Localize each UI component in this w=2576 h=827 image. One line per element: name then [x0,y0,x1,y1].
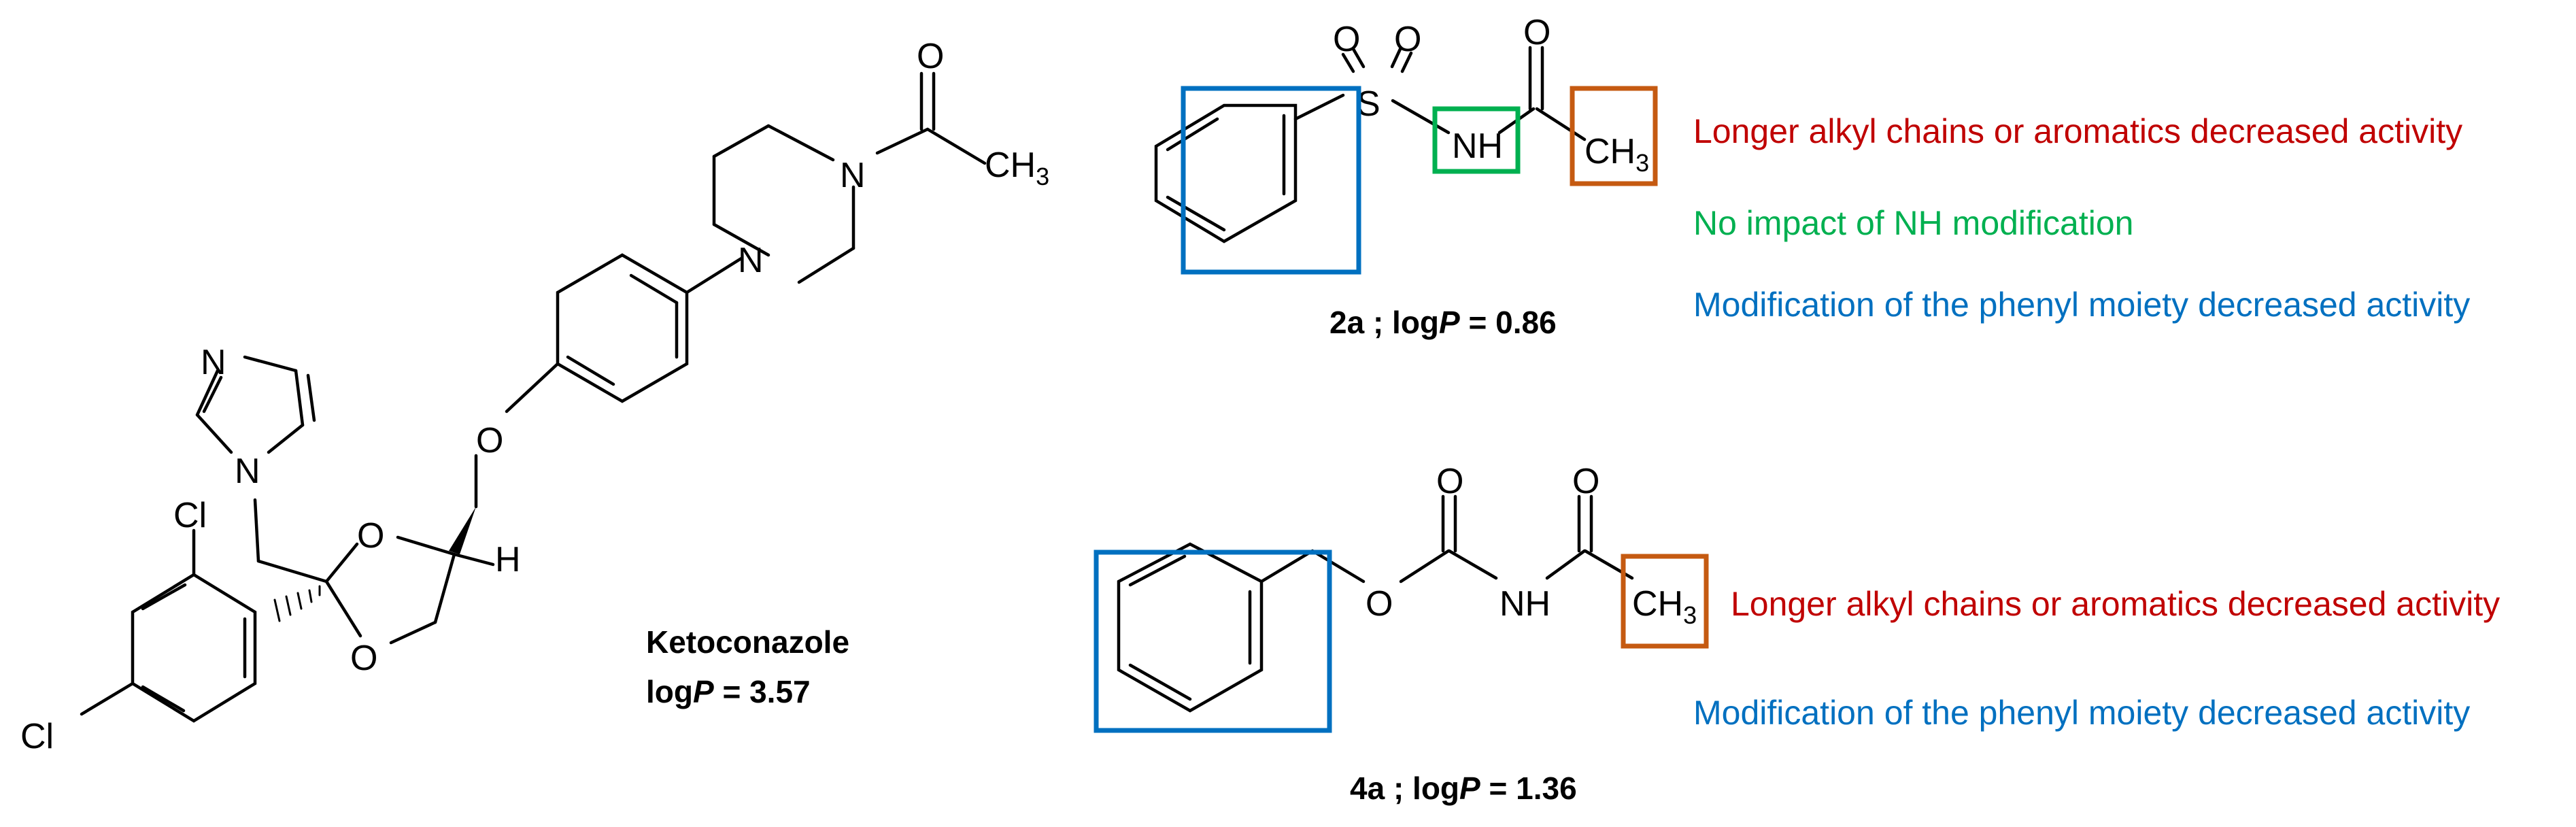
ch3-box-4a [1621,554,1709,649]
hashed-bond [273,585,321,622]
atom-o-ether: O [476,421,503,460]
atom-o2-2a: O [1394,20,1421,59]
note-4a-phenyl: Modification of the phenyl moiety decrea… [1693,694,2470,732]
nh-box-2a [1432,106,1521,174]
atom-o1-2a: O [1333,20,1360,59]
atom-o-carbonyl-2-4a: O [1572,462,1599,501]
atom-nh-4a: NH [1499,584,1550,624]
atom-o-carbonyl: O [917,37,944,76]
ketoconazole-name: Ketoconazole [646,624,849,660]
atom-n-imidazole: N [235,452,260,491]
atom-o-carbonyl-1-4a: O [1436,462,1463,501]
atom-cl-ortho: Cl [173,496,207,535]
atom-n-imidazole-top: N [201,343,226,382]
ch3-box-2a [1570,86,1658,186]
atom-o-ring-2: O [350,639,377,678]
atom-n-piperazine: N [738,241,764,280]
atom-n-amide: N [840,156,866,195]
compound-2a-label: 2a ; logP = 0.86 [1329,305,1557,340]
atom-nh-2a: NH [1452,126,1503,166]
atom-ch3-4a: CH3 [1632,584,1697,629]
note-2a-alkyl: Longer alkyl chains or aromatics decreas… [1693,112,2462,150]
compound-4a-label: 4a ; logP = 1.36 [1350,771,1577,806]
compound-2a-structure [1154,46,1587,243]
atom-o-ring-1: O [357,516,384,556]
note-2a-phenyl: Modification of the phenyl moiety decrea… [1693,286,2470,324]
note-2a-nh: No impact of NH modification [1693,204,2133,242]
atom-ch3: CH3 [985,146,1049,190]
compound-4a-structure [1117,494,1634,713]
atom-o-carbonyl-2a: O [1523,13,1550,52]
atom-ch3-2a: CH3 [1584,132,1649,177]
phenyl-box-2a [1181,86,1361,275]
note-4a-alkyl: Longer alkyl chains or aromatics decreas… [1731,585,2500,623]
phenyl-box-4a [1094,550,1332,733]
atom-cl-para: Cl [20,717,54,756]
ketoconazole-structure [80,71,987,723]
atom-o-ether-4a: O [1366,584,1393,624]
atom-h: H [495,540,521,579]
ketoconazole-logp: logP = 3.57 [646,674,811,709]
